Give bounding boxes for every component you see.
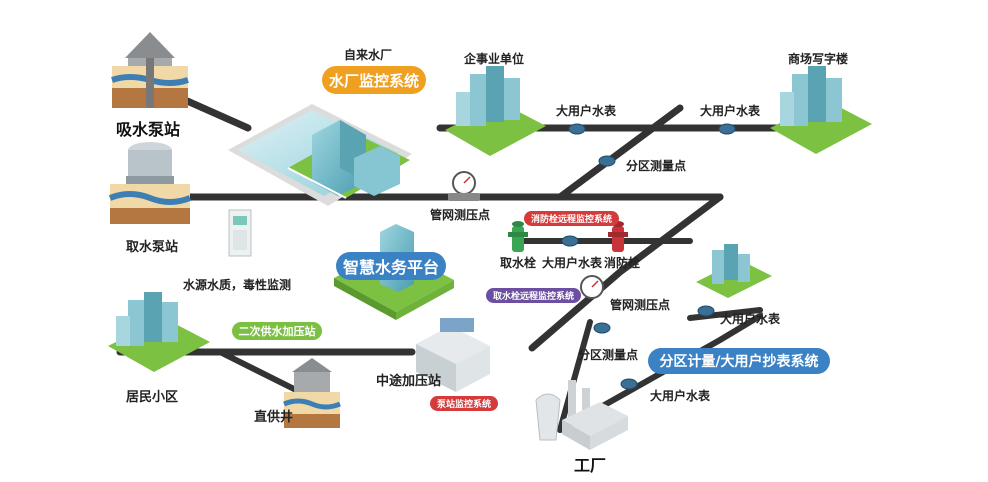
zone-point-2-label: 分区测量点 — [578, 348, 639, 362]
big-meter-1-label: 大用户水表 — [556, 104, 617, 118]
pump-station-monitor-pill: 泵站监控系统 — [430, 396, 499, 411]
hydrant-take-icon — [508, 221, 528, 252]
intake-pump-building — [111, 32, 189, 108]
enterprise-label: 企事业单位 — [464, 52, 525, 66]
secondary-booster-pill: 二次供水加压站 — [232, 322, 322, 340]
plant-monitor-pill: 水厂监控系统 — [322, 66, 426, 94]
pipe-factory — [557, 313, 763, 433]
hydrant-remote-pill: 消防栓远程监控系统 — [524, 211, 620, 226]
source-pump-building — [108, 142, 192, 224]
pressure-gauge-1-icon — [448, 171, 480, 201]
hydrant-fire-icon — [608, 221, 628, 252]
booster-station-label: 中途加压站 — [376, 374, 442, 389]
pipe-direct-well — [217, 349, 303, 395]
residential-buildings — [108, 292, 210, 372]
enterprise-buildings — [445, 66, 546, 156]
intake-pump-label: 吸水泵站 — [116, 120, 181, 139]
commercial-label: 商场写字楼 — [788, 52, 849, 66]
source-pump-label: 取水泵站 — [126, 240, 179, 255]
commercial-buildings — [770, 66, 872, 154]
water-quality-label: 水源水质，毒性监测 — [183, 278, 292, 292]
pipe-main-down — [528, 193, 724, 352]
right-buildings — [696, 244, 772, 298]
big-meter-2-label: 大用户水表 — [700, 104, 761, 118]
pressure-gauge-2-icon — [580, 275, 604, 299]
big-meter-3-label: 大用户水表 — [542, 256, 603, 270]
factory-label: 工厂 — [574, 456, 607, 475]
residential-label: 居民小区 — [126, 390, 179, 405]
zone-point-1-label: 分区测量点 — [626, 159, 687, 173]
pressure-point-1-label: 管网测压点 — [430, 208, 491, 222]
direct-well-label: 直供井 — [254, 410, 294, 425]
big-meter-4-label: 大用户水表 — [720, 312, 781, 326]
booster-station-building — [416, 318, 490, 392]
hydrant-take-label: 取水栓 — [500, 256, 537, 270]
pipe-upper-branch — [556, 104, 684, 201]
pipe-right-branch — [687, 307, 763, 321]
hydrant-fire-label: 消防栓 — [604, 256, 641, 270]
zone-metering-pill: 分区计量/大用户抄表系统 — [648, 348, 830, 374]
pipe-zone-down — [557, 319, 593, 433]
factory-building — [535, 380, 628, 450]
smart-platform-pill: 智慧水务平台 — [336, 252, 446, 280]
direct-well — [283, 358, 341, 428]
big-meter-5-label: 大用户水表 — [650, 389, 711, 403]
pressure-point-2-label: 管网测压点 — [610, 298, 671, 312]
water-quality-cabinet — [228, 209, 252, 257]
water-plant-label: 自来水厂 — [344, 48, 393, 62]
intake-hydrant-remote-pill: 取水栓远程监控系统 — [486, 288, 582, 303]
water-meters — [561, 123, 736, 390]
water-plant-building — [228, 104, 412, 206]
